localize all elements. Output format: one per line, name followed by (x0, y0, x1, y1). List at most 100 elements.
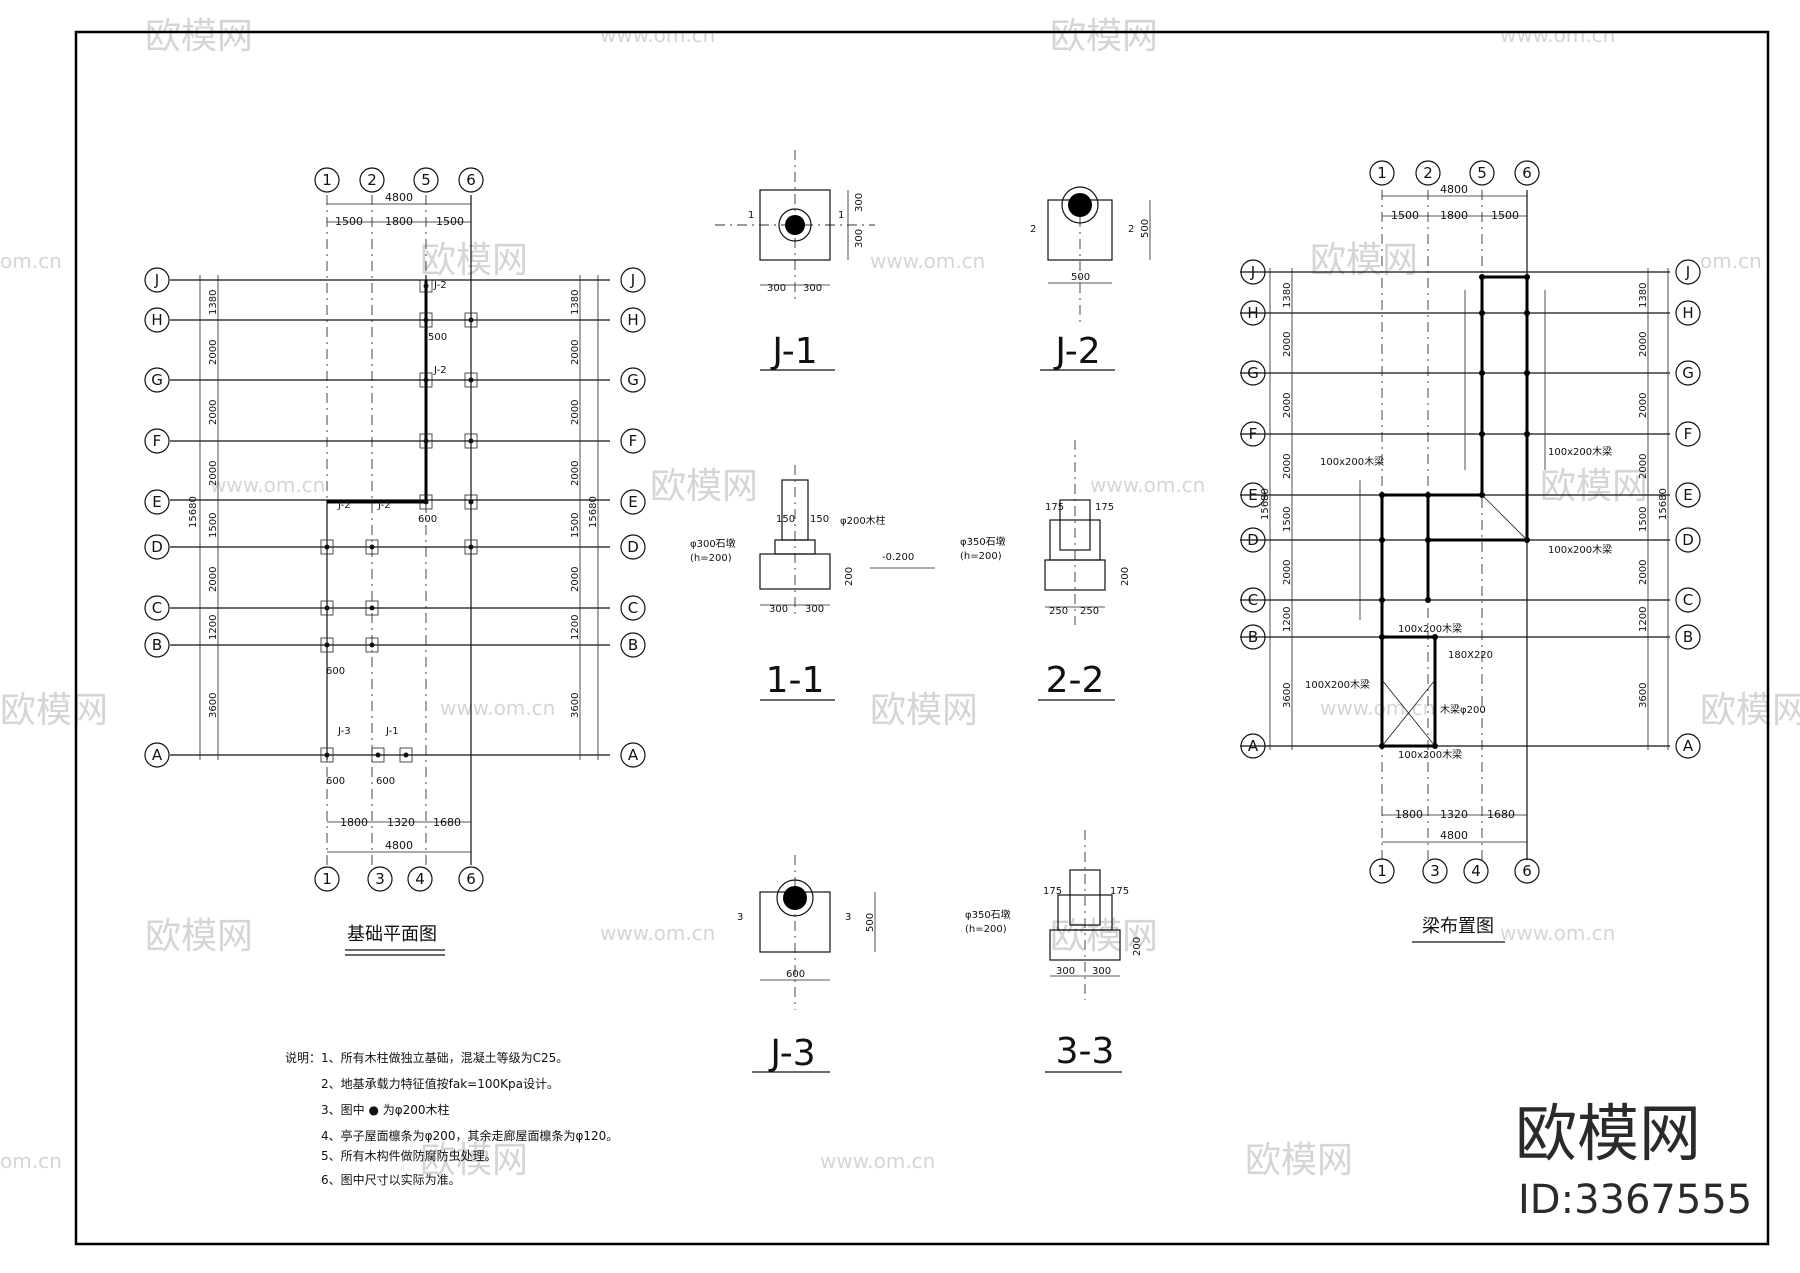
dim-row: 2000 (1638, 393, 1649, 418)
svg-text:F: F (153, 432, 162, 450)
grid-bubble-right: H (1675, 300, 1701, 326)
svg-text:E: E (152, 493, 161, 511)
beam-label: 100x200木梁 (1548, 543, 1612, 556)
footing-markers (320, 279, 478, 763)
footing-tag: J-3 (337, 726, 351, 737)
dim-600: 600 (786, 969, 805, 980)
watermark-text: 欧模网 (420, 1140, 528, 1181)
label-h: (h=200) (965, 924, 1007, 935)
detail-j1: 1 1 300 300 300 300 J-1 (715, 150, 875, 372)
svg-text:6: 6 (466, 171, 476, 189)
dim-row-total: 15680 (1260, 488, 1271, 520)
label-h: (h=200) (690, 553, 732, 564)
grid-bubble-top: 6 (458, 167, 484, 193)
detail-title-3-3: 3-3 (1056, 1031, 1115, 1072)
grid-bubble-bottom: 4 (407, 866, 433, 892)
svg-text:B: B (1683, 628, 1693, 646)
watermark-text: 欧模网 (145, 916, 253, 957)
svg-text:1: 1 (322, 870, 332, 888)
svg-text:E: E (1248, 486, 1257, 504)
dim-200: 200 (1120, 567, 1131, 586)
beam-label: 180X220 (1448, 650, 1493, 661)
grid-bubble-right: G (620, 367, 646, 393)
section-1-1: 150 150 φ200木柱 φ300石墩 (h=200) -0.200 200… (690, 465, 935, 701)
dim-row: 1380 (1638, 283, 1649, 308)
svg-text:B: B (152, 636, 162, 654)
dim-top-part: 1800 (1440, 209, 1468, 222)
svg-text:B: B (1248, 628, 1258, 646)
svg-text:E: E (1683, 486, 1692, 504)
beam-label: 100X200木梁 (1305, 678, 1370, 691)
grid-bubble-left: C (1240, 587, 1266, 613)
footing-tag: J-2 (337, 500, 351, 511)
general-notes: 说明：1、所有木柱做独立基础，混凝土等级为C25。 2、地基承载力特征值按fak… (285, 1050, 618, 1187)
watermark-text: 欧模网 (1245, 1140, 1353, 1181)
dim-175: 175 (1043, 886, 1062, 897)
grid-bubble-left: H (1240, 300, 1266, 326)
dim-200: 200 (844, 567, 855, 586)
dim-top-total: 4800 (1440, 183, 1468, 196)
watermark-text: 欧模网 (1540, 466, 1648, 507)
footing-tag: J-1 (385, 726, 399, 737)
detail-title-2-2: 2-2 (1046, 660, 1105, 701)
svg-text:C: C (152, 599, 162, 617)
dim-row: 2000 (208, 567, 219, 592)
dim-row: 2000 (208, 400, 219, 425)
detail-j2: 2 2 500 500 J-2 (1030, 186, 1151, 372)
watermark-url: www.om.cn (1320, 696, 1435, 720)
detail-title-j1: J-1 (770, 331, 817, 372)
svg-text:J: J (1250, 263, 1255, 281)
section-3-3: 175 175 φ350石墩 (h=200) 200 300 300 3-3 (965, 830, 1143, 1073)
detail-title-j3: J-3 (768, 1033, 815, 1074)
section-mark: 2 (1128, 224, 1134, 235)
grid-bubble-left: E (144, 489, 170, 515)
dim-top-part: 1500 (1391, 209, 1419, 222)
grid-bubble-right: C (1675, 587, 1701, 613)
dim-row: 1500 (1282, 507, 1293, 532)
dim-row: 1500 (570, 513, 581, 538)
grid-bubble-right: A (1675, 733, 1701, 759)
label-col: φ200木柱 (840, 514, 886, 527)
note-line: 4、亭子屋面檩条为φ200，其余走廊屋面檩条为φ120。 (321, 1128, 618, 1143)
grid-bubble-right: D (620, 534, 646, 560)
grid-bubble-bottom: 1 (1369, 858, 1395, 884)
dim-175: 175 (1110, 886, 1129, 897)
watermark-url: om.cn (0, 249, 62, 273)
dim-300: 300 (805, 604, 824, 615)
dim-500: 500 (1140, 219, 1151, 238)
dim-row-total: 15680 (188, 496, 199, 528)
grid-bubble-left: A (144, 742, 170, 768)
svg-text:A: A (1683, 737, 1694, 755)
dim-bottom-total: 4800 (1440, 829, 1468, 842)
label-elev: -0.200 (882, 552, 914, 563)
dim-row: 1380 (570, 290, 581, 315)
dim-150: 150 (776, 514, 795, 525)
grid-bubble-right: D (1675, 527, 1701, 553)
grid-bubble-left: E (1240, 482, 1266, 508)
grid-bubble-right: H (620, 307, 646, 333)
dim-600: 600 (376, 776, 395, 787)
dim-row: 1200 (570, 615, 581, 640)
svg-text:4: 4 (1471, 862, 1481, 880)
svg-text:C: C (628, 599, 638, 617)
drawing-frame (74, 30, 1770, 1246)
dim-250: 250 (1049, 606, 1068, 617)
dim-row: 2000 (1282, 454, 1293, 479)
watermark-url: om.cn (0, 1149, 62, 1173)
watermark-text: 欧模网 (420, 240, 528, 281)
dim-row: 1200 (1282, 607, 1293, 632)
dim-row: 1500 (1638, 507, 1649, 532)
note-line: 6、图中尺寸以实际为准。 (321, 1172, 461, 1187)
note-line: 2、地基承载力特征值按fak=100Kpa设计。 (321, 1076, 559, 1091)
grid-bubble-bottom: 6 (1514, 858, 1540, 884)
label-stone: φ350石墩 (965, 908, 1011, 921)
note-line: 说明：1、所有木柱做独立基础，混凝土等级为C25。 (285, 1050, 568, 1065)
dim-top-part: 1500 (1491, 209, 1519, 222)
grid-bubble-top: 1 (314, 167, 340, 193)
dim-bottom-part: 1800 (1395, 808, 1423, 821)
svg-text:J: J (630, 271, 635, 289)
dim-300: 300 (1056, 966, 1075, 977)
foundation-plan-title: 基础平面图 (347, 924, 437, 945)
dim-250: 250 (1080, 606, 1099, 617)
svg-text:F: F (629, 432, 638, 450)
